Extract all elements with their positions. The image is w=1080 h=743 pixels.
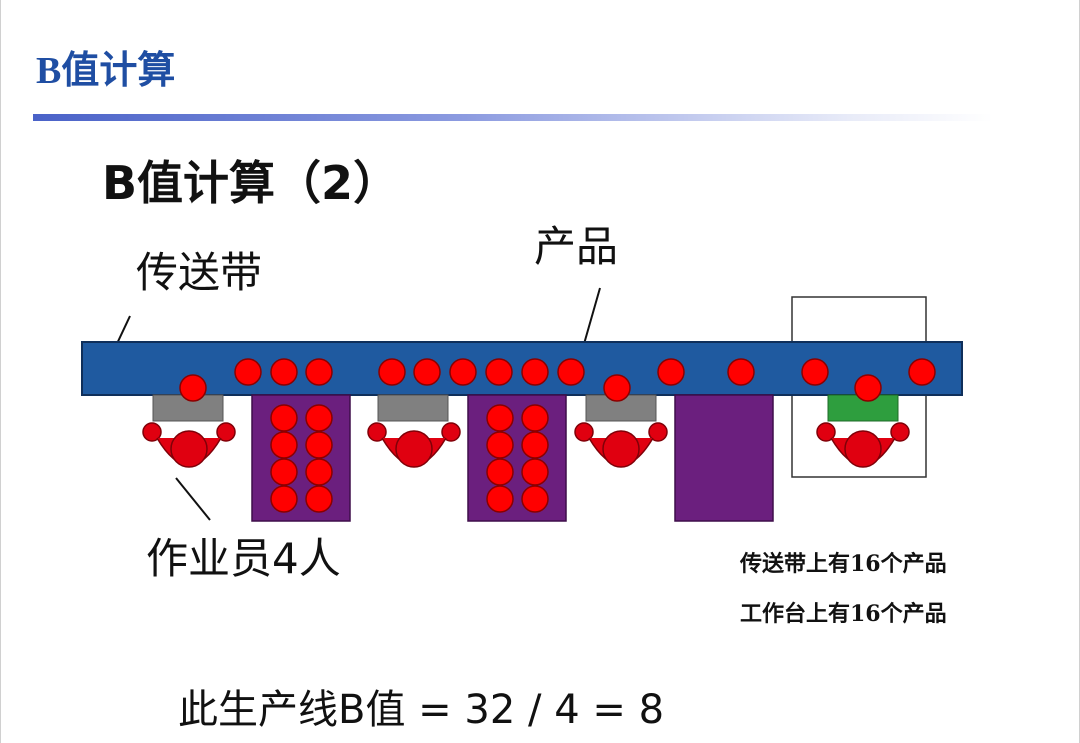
product [270,485,298,513]
operator-seat [377,394,449,422]
product [657,358,685,386]
slide-title: B值计算（2） [102,156,400,210]
conveyor-label: 传送带 [136,248,263,297]
workstation-count-note: 工作台上有16个产品 [740,601,947,627]
product [801,358,829,386]
workstation-products [270,404,549,513]
product [234,358,262,386]
operator-figure [816,422,910,468]
operator-figure [142,422,236,468]
product [521,485,549,513]
operator-figure [367,422,461,468]
product [557,358,585,386]
product [486,458,514,486]
product [413,358,441,386]
product [270,458,298,486]
product [305,358,333,386]
workstation [251,394,351,522]
product [305,485,333,513]
header-title: B值计算 [36,50,176,92]
product [305,404,333,432]
product [854,374,882,402]
product [378,358,406,386]
product [270,431,298,459]
operator-figure [574,422,668,468]
product [486,404,514,432]
product [521,431,549,459]
conveyor-count-note: 传送带上有16个产品 [740,551,947,577]
product [908,358,936,386]
product [485,358,513,386]
workstation [674,394,774,522]
product [305,431,333,459]
product [486,431,514,459]
product [305,458,333,486]
product [603,374,631,402]
operator-leader-line [175,477,211,521]
operator-label: 作业员4人 [146,534,341,583]
product-label: 产品 [534,222,619,271]
product [521,404,549,432]
product [727,358,755,386]
product [521,358,549,386]
product [449,358,477,386]
product-leader-line [583,287,601,345]
workstation [467,394,567,522]
b-value-formula: 此生产线B值 = 32 / 4 = 8 [178,687,665,733]
product [270,358,298,386]
product [521,458,549,486]
product [179,374,207,402]
product [486,485,514,513]
product [270,404,298,432]
conveyor-products [179,358,936,402]
header-divider [33,114,993,121]
